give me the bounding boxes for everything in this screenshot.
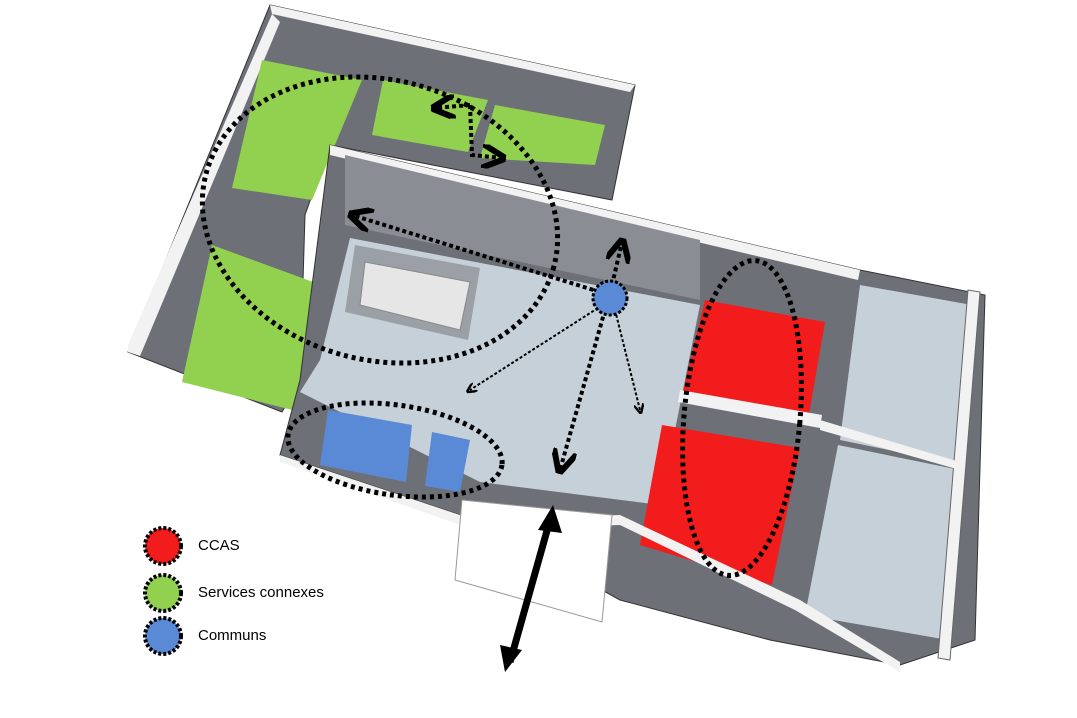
annex-wall (820, 420, 960, 470)
services-zone-ellipse (199, 74, 561, 366)
legend-swatch-ccas (143, 526, 183, 566)
ccas-zone-ellipse (680, 258, 804, 578)
entrance-slab (454, 499, 613, 623)
legend-swatch-services (143, 573, 183, 613)
services-room-1 (232, 60, 362, 200)
services-room-3 (480, 105, 605, 165)
left-wing-wall-top (270, 5, 635, 92)
circulation-arrows (352, 105, 640, 470)
annex-floor-2 (805, 445, 960, 640)
legend-label-communs: Communs (198, 627, 267, 644)
entrance-double-arrow (500, 505, 562, 672)
ccas-divider-wall (678, 390, 822, 428)
communs-room-2 (425, 432, 470, 492)
ccas-room-1 (682, 300, 825, 420)
communs-hub-dot (591, 279, 629, 317)
top-wall (330, 145, 860, 280)
annex-floor-1 (840, 285, 972, 465)
annex-rail (937, 289, 981, 661)
communs-room-1 (320, 410, 412, 482)
legend-label-ccas: CCAS (198, 537, 240, 554)
legend-label-services: Services connexes (198, 584, 324, 601)
communs-zone-ellipse (285, 400, 505, 500)
bottom-wall (280, 455, 900, 672)
stairs (359, 261, 471, 331)
left-wing-outer-wall (128, 14, 280, 356)
services-room-4 (182, 245, 335, 412)
legend-swatch-communs (143, 616, 183, 656)
